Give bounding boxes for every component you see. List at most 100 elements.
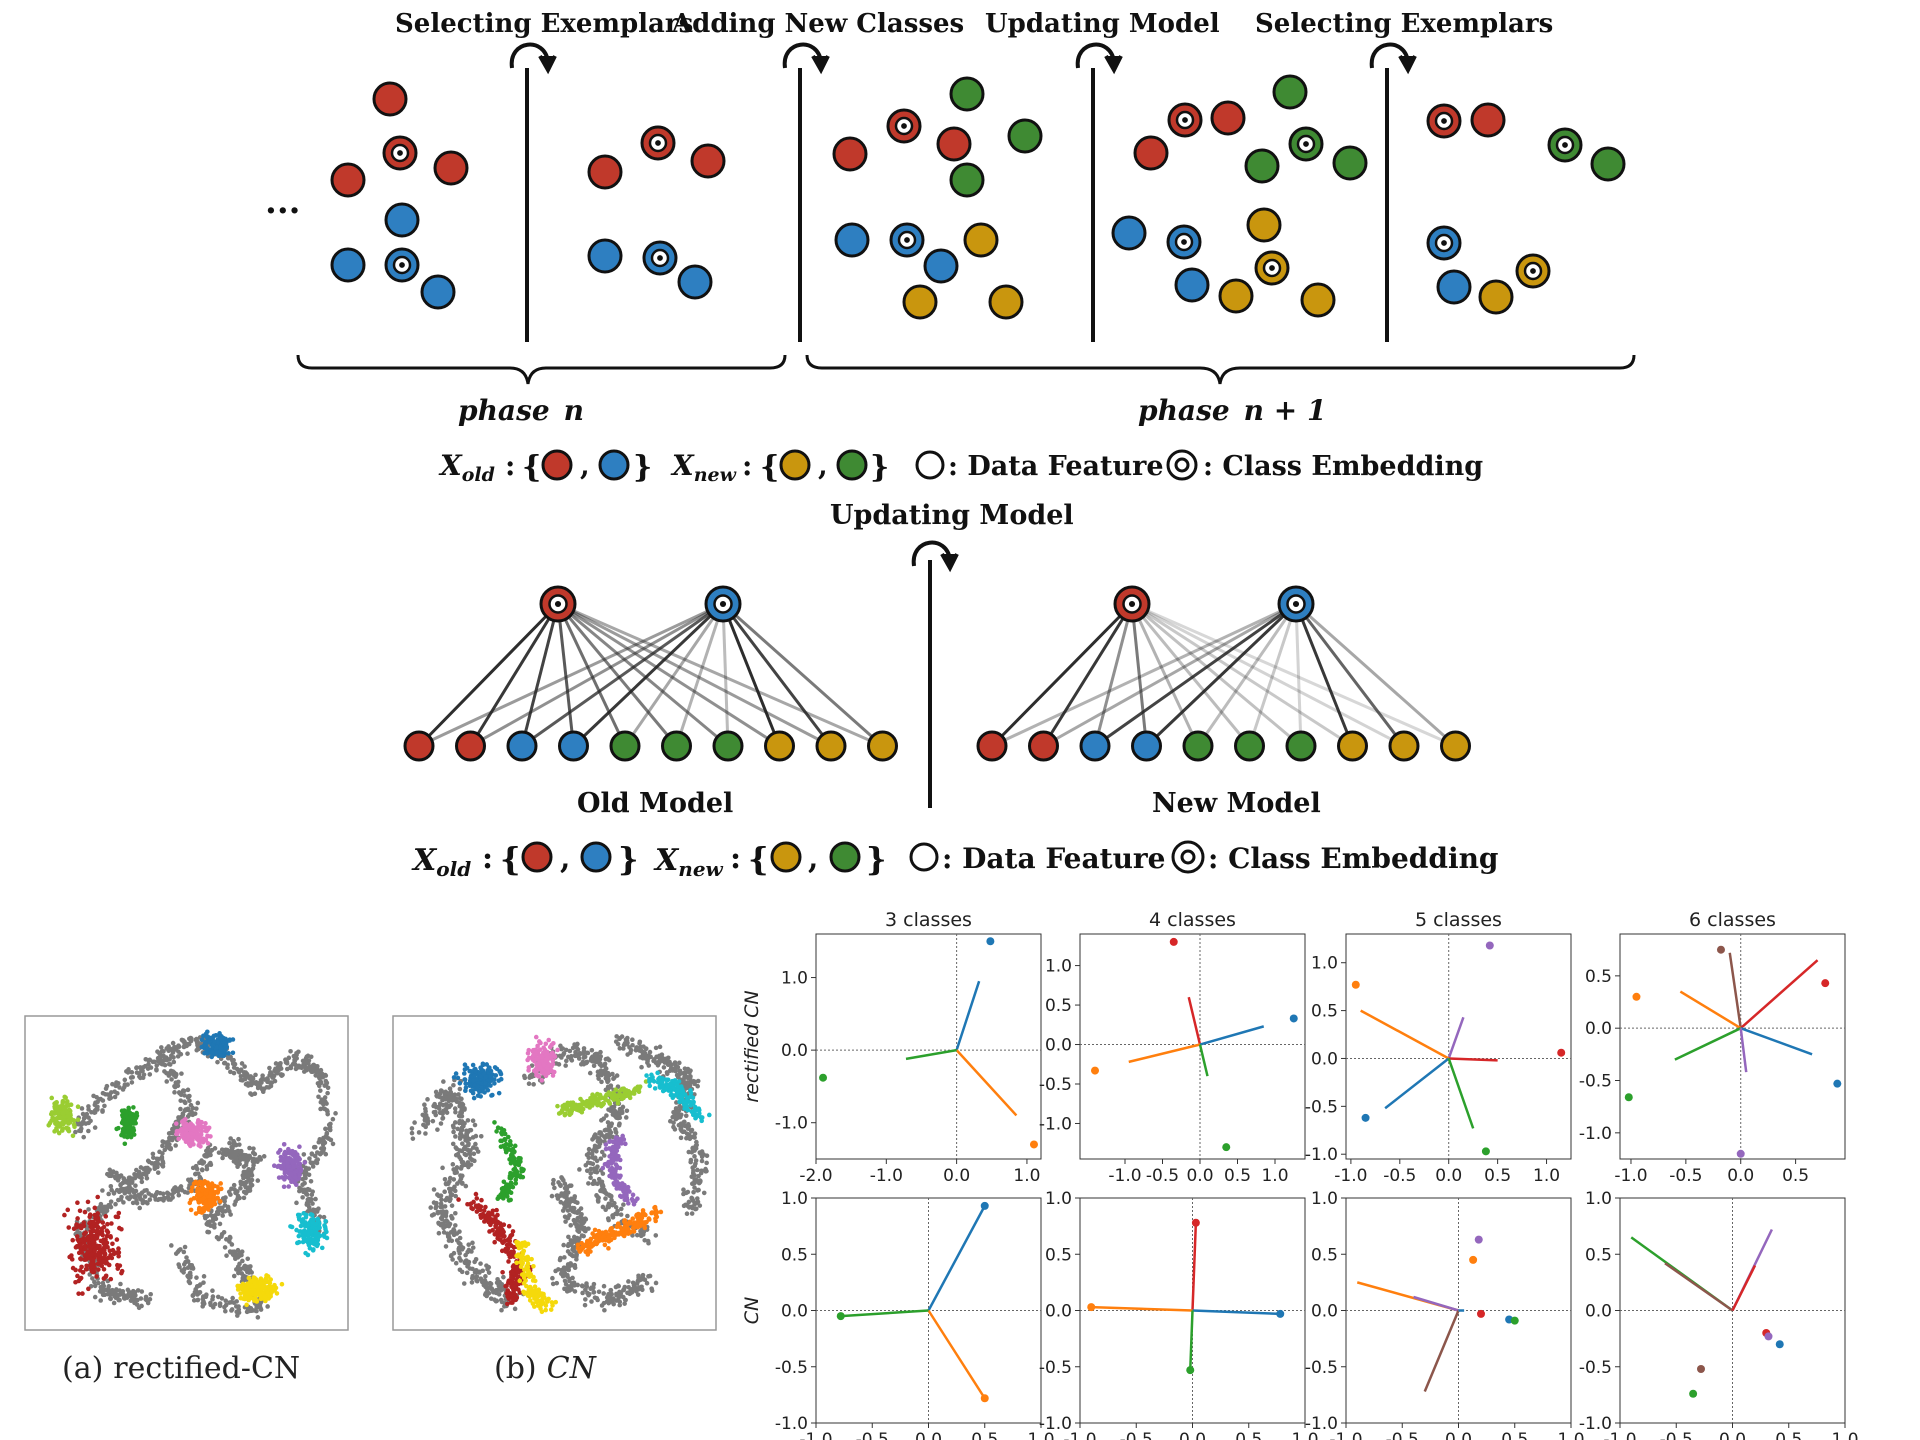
x-tick-label: 0.5 [1235,1430,1262,1440]
data-feature-dot [420,274,456,310]
edge [1196,603,1298,747]
caption-a: (a)rectified-CN [62,1351,300,1386]
edge [1131,602,1457,748]
middle-divider [911,540,959,808]
chart-frame [1345,933,1572,1160]
x-tick-label: -1.0 [799,1430,832,1440]
x-tick-label: -1.0 [1614,1166,1647,1186]
class-embedding-old-a [539,585,577,623]
y-tick-label: -0.5 [1579,1358,1612,1378]
cluster [492,1120,526,1203]
ellipsis: ··· [265,191,301,231]
data-feature-dot [690,143,726,179]
new-model-network [976,585,1471,762]
x-tick-label: 0.5 [971,1430,998,1440]
class-vector [1187,996,1202,1045]
edge [418,602,724,748]
y-tick-label: 0.5 [1585,967,1612,987]
data-point [1361,1113,1370,1122]
legend2-comma-1: , [560,841,570,876]
data-point [1764,1332,1773,1341]
cluster [409,1077,526,1313]
class-vector [1447,1016,1465,1059]
data-point [1833,1079,1842,1088]
class-embedding-dot [889,222,925,258]
data-feature-dot [1007,118,1043,154]
y-tick-label: 1.0 [1045,1189,1072,1209]
edge [556,603,575,747]
edge [520,603,560,747]
cluster [199,1029,236,1060]
y-tick-label: 0.5 [1045,996,1072,1016]
x-tick-label: 1.0 [1291,1430,1318,1440]
x-tick-label: -1.0 [1329,1430,1362,1440]
edge [521,602,724,748]
class-vector [1679,990,1742,1030]
class-embedding-dot [1166,224,1202,260]
y-tick-label: -1.0 [1579,1124,1612,1144]
data-point [819,1073,828,1082]
class-vector [1360,1009,1450,1060]
x-tick-label: 1.0 [1557,1430,1584,1440]
y-tick-label: 0.0 [1585,1302,1612,1322]
input-feature-dot [1079,730,1111,762]
data-feature-dot [1174,267,1210,303]
data-feature-dot [1133,135,1169,171]
legend-open-brace-2: { [760,450,779,485]
y-tick-label: 0.0 [781,1302,808,1322]
input-feature-dot [815,730,847,762]
tsne-panel-a: (a)rectified-CN [24,1015,349,1386]
y-tick-label: 0.0 [1311,1049,1338,1069]
class-vector [1384,1057,1450,1110]
edge [1130,603,1200,747]
y-tick-label: -1.0 [1305,1414,1338,1434]
y-tick-label: -1.0 [775,1414,808,1434]
class-vector [1423,1310,1460,1392]
class-vector [1189,1310,1194,1371]
class-vector [927,1205,986,1312]
row-label: CN [741,1297,763,1324]
input-feature-dot [506,730,538,762]
edge [1131,602,1302,748]
edge [1295,602,1457,748]
x-tick-label: -1.0 [870,1166,903,1186]
data-feature-dot [949,76,985,112]
y-tick-label: -1.0 [775,1114,808,1134]
legend-new-a-dot [779,449,811,481]
x-tick-label: 1.0 [1533,1166,1560,1186]
data-point [1474,1235,1483,1244]
class-vector [840,1309,929,1318]
edge [1130,603,1148,747]
class-embedding-dot [640,125,676,161]
data-point [1169,937,1178,946]
data-point [1485,941,1494,950]
data-point [1091,1066,1099,1075]
data-point [1697,1365,1705,1373]
edge [417,602,560,748]
class-vector [1191,1222,1198,1311]
data-point [986,937,995,946]
data-feature-dot [1210,100,1246,136]
cluster [187,1179,224,1216]
class-vector [1199,1025,1265,1046]
old-model-label: Old Model [577,788,733,819]
x-tick-label: -1.0 [1108,1166,1141,1186]
old-model-network [403,585,898,762]
middle-panel: Updating Model Old Model New Model Xold … [403,500,1499,881]
legend-top-dots [541,449,1198,481]
network-edges [990,602,1457,748]
y-tick-label: 0.0 [1045,1302,1072,1322]
class-embedding-dot [1288,126,1324,162]
x-tick-label: 0.5 [1782,1166,1809,1186]
label-selecting-exemplars-2: Selecting Exemplars [1255,9,1553,39]
edge [557,602,884,748]
x-tick-label: 0.5 [1224,1166,1251,1186]
y-tick-label: 1.0 [1045,957,1072,977]
y-tick-label: -0.5 [1305,1358,1338,1378]
cluster [555,1079,649,1118]
edge [1131,602,1405,748]
row-label: rectified CN [741,990,763,1102]
